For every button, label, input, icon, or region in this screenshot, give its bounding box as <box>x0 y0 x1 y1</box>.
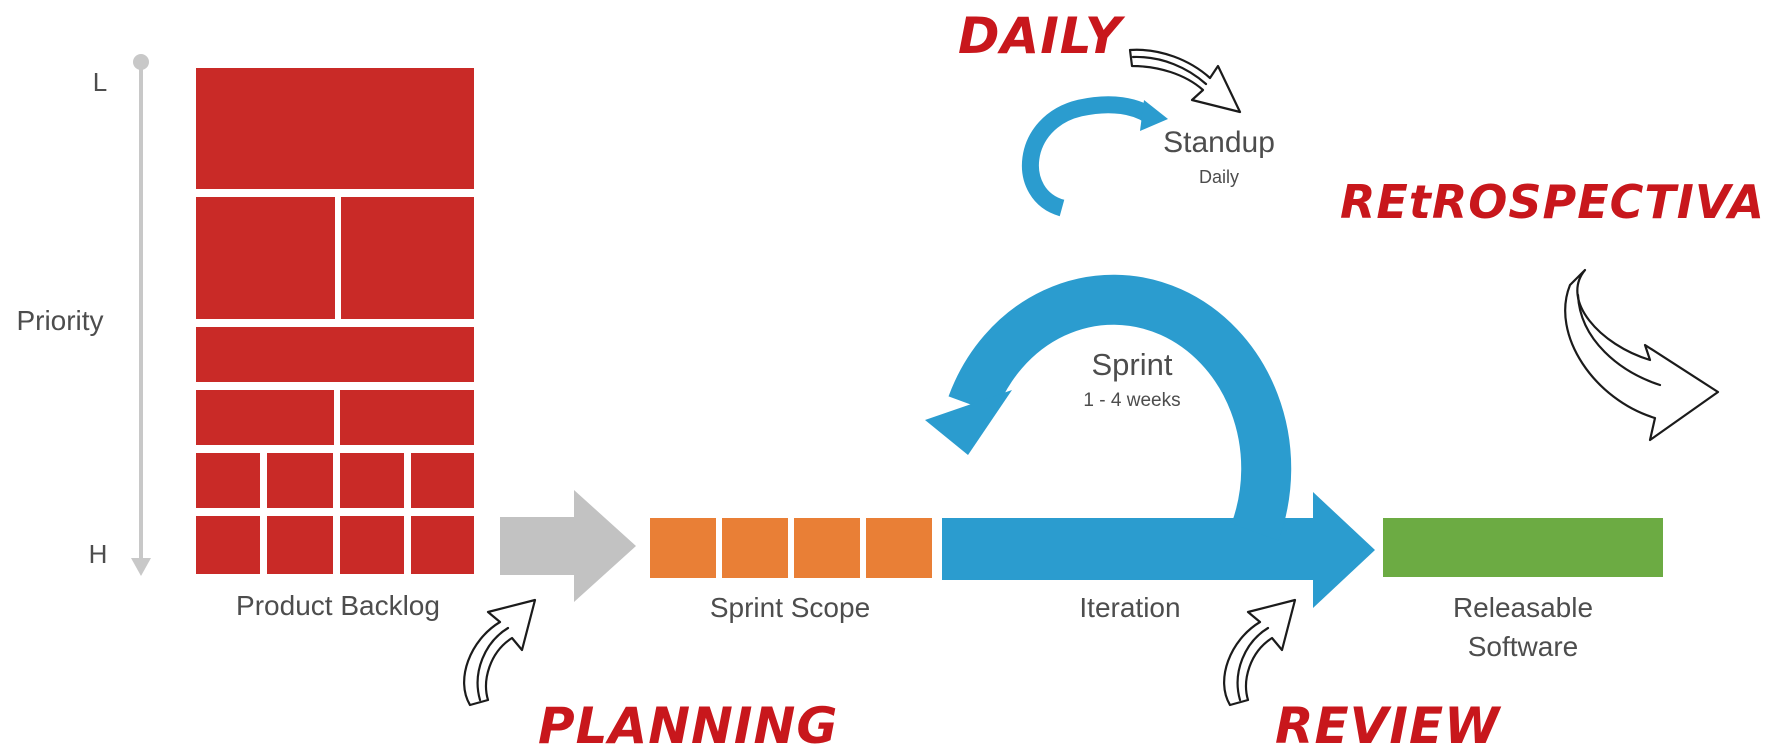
axis-label-priority: Priority <box>16 305 103 336</box>
standup-label: Standup <box>1163 126 1275 159</box>
backlog-item <box>267 516 333 574</box>
sprint-scope-label: Sprint Scope <box>710 592 870 623</box>
sprint-loop-arrowhead <box>925 390 1012 455</box>
product-backlog-label: Product Backlog <box>236 590 440 621</box>
sprint-scope-item <box>722 518 788 578</box>
hand-drawn-curved-arrow-icon <box>1223 598 1297 707</box>
axis-label-high: H <box>89 539 108 569</box>
axis-top-dot <box>133 54 149 70</box>
backlog-item <box>196 516 260 574</box>
releasable-label-line1: Releasable <box>1453 592 1593 623</box>
backlog-item <box>196 327 474 382</box>
review-annotation: REVIEW <box>1275 697 1502 751</box>
sprint-duration-label: 1 - 4 weeks <box>1083 390 1180 411</box>
sprint-scope-item <box>794 518 860 578</box>
backlog-item <box>196 68 474 189</box>
releasable-label-line2: Software <box>1468 631 1579 662</box>
retrospectiva-annotation: REtROSPECTIVA <box>1340 175 1765 229</box>
priority-axis: L Priority H <box>16 54 151 576</box>
planning-annotation: PLANNING <box>538 697 838 751</box>
daily-annotation: DAILY <box>958 7 1126 65</box>
backlog-item <box>267 453 333 508</box>
backlog-item <box>196 390 334 445</box>
iteration-label: Iteration <box>1079 592 1180 623</box>
product-backlog <box>196 68 474 574</box>
backlog-item <box>196 197 335 319</box>
sprint-scope-item <box>866 518 932 578</box>
sprint-scope-item <box>650 518 716 578</box>
iteration-arrow <box>942 492 1375 608</box>
backlog-item <box>411 453 474 508</box>
hand-drawn-curved-arrow-icon <box>1564 268 1720 442</box>
axis-label-low: L <box>93 67 107 97</box>
sprint-loop <box>925 274 1292 541</box>
axis-arrowhead <box>131 558 151 576</box>
planning-arrow <box>500 490 636 602</box>
hand-drawn-curved-arrow-icon <box>463 598 537 707</box>
backlog-item <box>340 516 404 574</box>
backlog-item <box>341 197 474 319</box>
releasable-software-bar <box>1383 518 1663 577</box>
standup-loop <box>1021 96 1168 217</box>
backlog-item <box>196 453 260 508</box>
backlog-item <box>411 516 474 574</box>
hand-drawn-curved-arrow-icon <box>1128 48 1242 114</box>
standup-arrowhead <box>1140 100 1168 131</box>
sprint-scope <box>650 518 932 578</box>
standup-frequency-label: Daily <box>1199 167 1239 187</box>
backlog-item <box>340 390 474 445</box>
backlog-item <box>340 453 404 508</box>
sprint-label: Sprint <box>1092 347 1173 382</box>
